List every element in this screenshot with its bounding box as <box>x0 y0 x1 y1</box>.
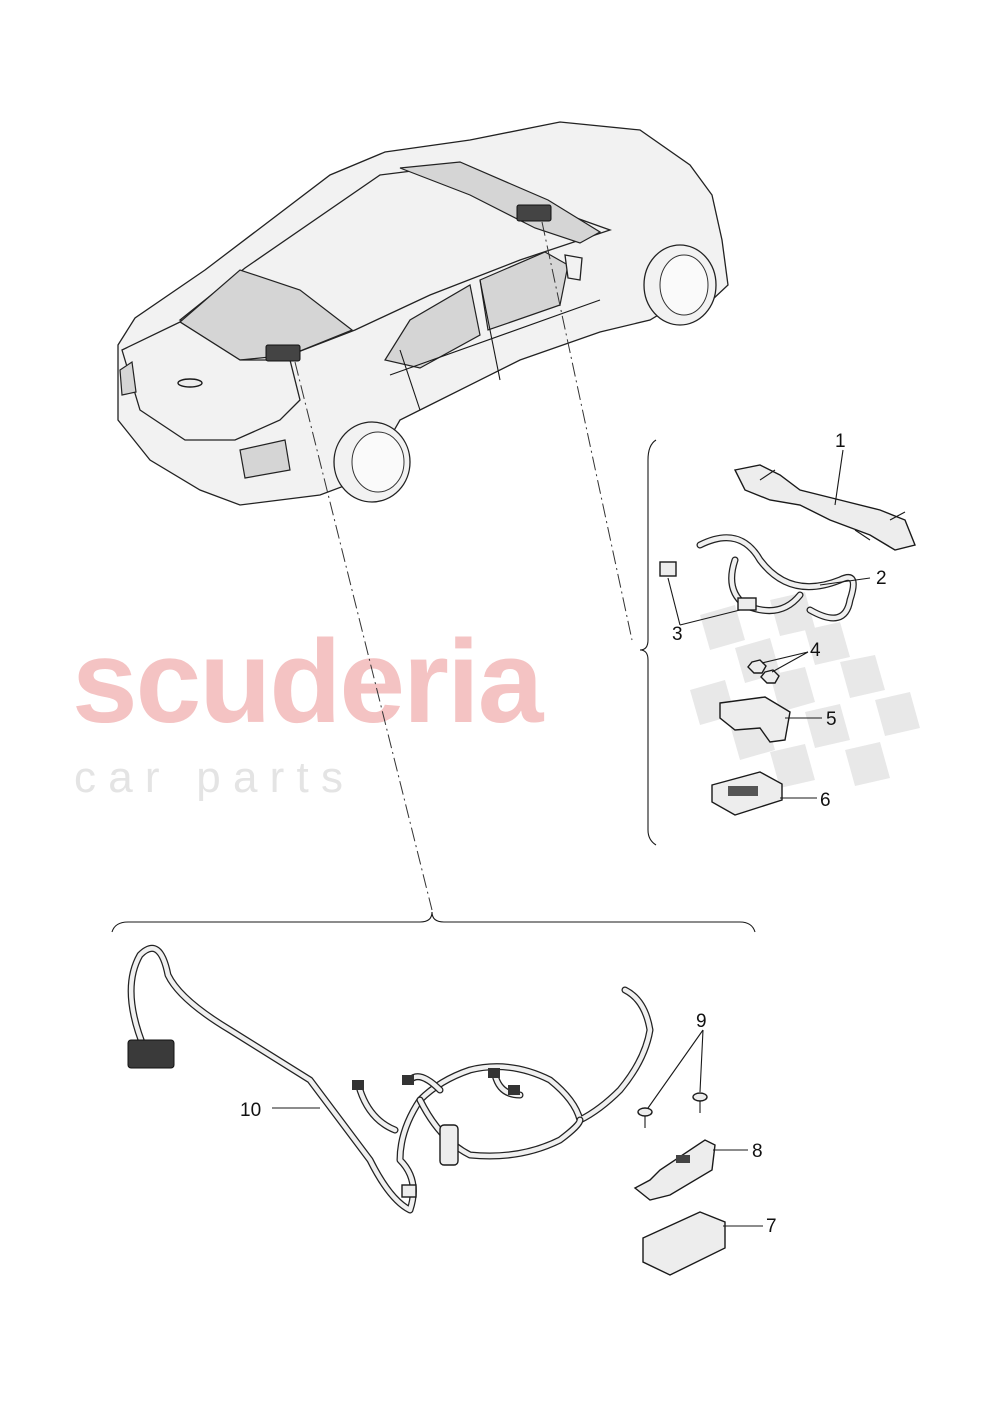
leader-9 <box>647 1029 704 1109</box>
part-3-connector <box>659 561 677 577</box>
part-6-display <box>728 786 758 796</box>
rear-module-location <box>265 344 301 362</box>
leader-rear-module <box>294 361 433 911</box>
part-10-main-harness <box>127 944 654 1214</box>
callout-6: 6 <box>820 790 831 811</box>
checkered-flag-watermark <box>690 592 920 788</box>
part-5-holder <box>719 696 791 743</box>
callout-5: 5 <box>826 709 837 730</box>
rear-wheel-rim <box>351 431 405 493</box>
part-8-bracket <box>633 1139 716 1201</box>
callout-4: 4 <box>810 640 821 661</box>
callout-3: 3 <box>672 624 683 645</box>
callout-8: 8 <box>752 1141 763 1162</box>
group-bracket-bottom <box>111 911 756 933</box>
car-illustration <box>117 121 729 506</box>
callout-1: 1 <box>835 431 846 452</box>
part-7-control-module <box>642 1211 726 1276</box>
leader-1 <box>834 449 844 506</box>
rear-badge <box>177 378 203 388</box>
front-wheel-rim <box>659 254 709 316</box>
part-4-nut-b <box>760 669 780 684</box>
car-rear-panel <box>121 321 301 441</box>
leader-3 <box>667 577 741 626</box>
group-bracket-right <box>639 439 657 846</box>
part-10-main-connector <box>127 1039 175 1069</box>
part-10-grommet <box>439 1124 459 1166</box>
callout-9: 9 <box>696 1011 707 1032</box>
part-9-screw-a <box>637 1107 653 1128</box>
tail-light-right <box>239 439 291 479</box>
watermark-brand: scuderia <box>72 616 545 748</box>
callout-7: 7 <box>766 1216 777 1237</box>
tail-light-left <box>119 360 137 396</box>
callout-2: 2 <box>876 568 887 589</box>
part-2-wire-harness <box>696 534 857 622</box>
callout-10: 10 <box>240 1100 261 1121</box>
side-window-front <box>479 251 569 331</box>
door-line <box>389 279 601 411</box>
side-mirror <box>564 254 583 281</box>
part-4-nut-a <box>747 659 767 674</box>
part-9-screw-b <box>692 1092 708 1113</box>
leader-2 <box>819 577 871 586</box>
leader-4 <box>761 651 809 673</box>
front-module-location <box>516 204 552 222</box>
part-1-bracket <box>733 464 916 551</box>
front-windshield <box>399 161 602 244</box>
watermark-tagline: c a r p a r t s <box>74 753 343 802</box>
